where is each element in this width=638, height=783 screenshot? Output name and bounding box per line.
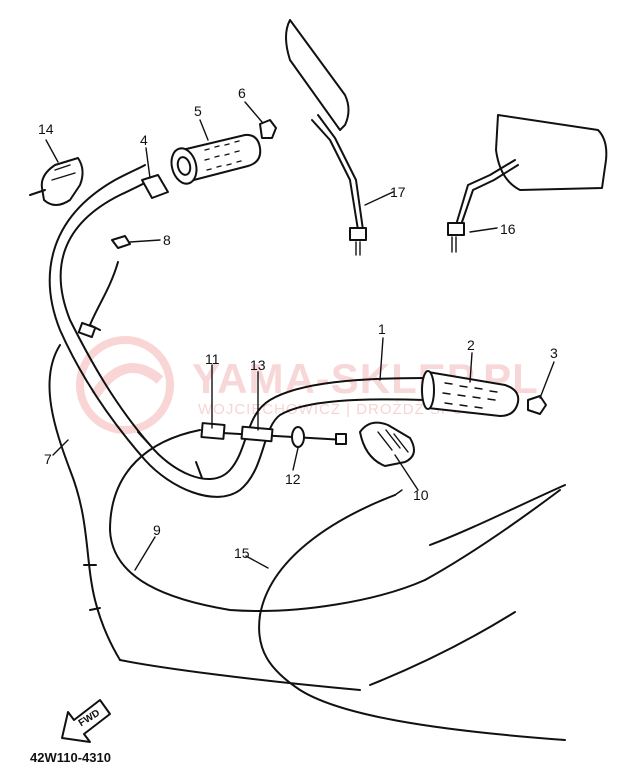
cable-9 — [109, 429, 561, 612]
fwd-arrow-icon — [61, 699, 111, 743]
lever-holder-part — [359, 421, 415, 467]
callout-4: 4 — [140, 132, 148, 148]
callout-16: 16 — [500, 221, 516, 237]
throttle-cable — [369, 484, 566, 686]
leader-lines — [45, 101, 555, 571]
cable-15 — [258, 489, 566, 741]
callout-13: 13 — [250, 357, 266, 373]
grip-end-part — [527, 395, 547, 415]
callout-12: 12 — [285, 471, 301, 487]
collar-part — [141, 174, 169, 199]
switch-housing-part — [29, 157, 84, 206]
callout-1: 1 — [378, 321, 386, 337]
left-grip-end-part — [259, 119, 277, 139]
callout-2: 2 — [467, 337, 475, 353]
callout-3: 3 — [550, 345, 558, 361]
callout-14: 14 — [38, 121, 54, 137]
cable-7 — [48, 344, 361, 691]
left-mirror-part — [285, 19, 367, 256]
right-mirror-part — [447, 114, 608, 253]
callout-6: 6 — [238, 85, 246, 101]
callout-15: 15 — [234, 545, 250, 561]
cable-adjuster-assembly — [200, 422, 347, 448]
watermark-logo-icon — [76, 336, 174, 434]
left-grip-part — [170, 133, 262, 185]
small-cable — [77, 261, 119, 339]
callout-8: 8 — [163, 232, 171, 248]
cable-guide-part — [111, 235, 131, 249]
right-grip-part — [421, 370, 520, 417]
callout-7: 7 — [44, 451, 52, 467]
callout-17: 17 — [390, 184, 406, 200]
callout-10: 10 — [413, 487, 429, 503]
callout-5: 5 — [194, 103, 202, 119]
callout-9: 9 — [153, 522, 161, 538]
callout-11: 11 — [205, 351, 220, 367]
part-code-label: 42W110-4310 — [30, 750, 111, 765]
